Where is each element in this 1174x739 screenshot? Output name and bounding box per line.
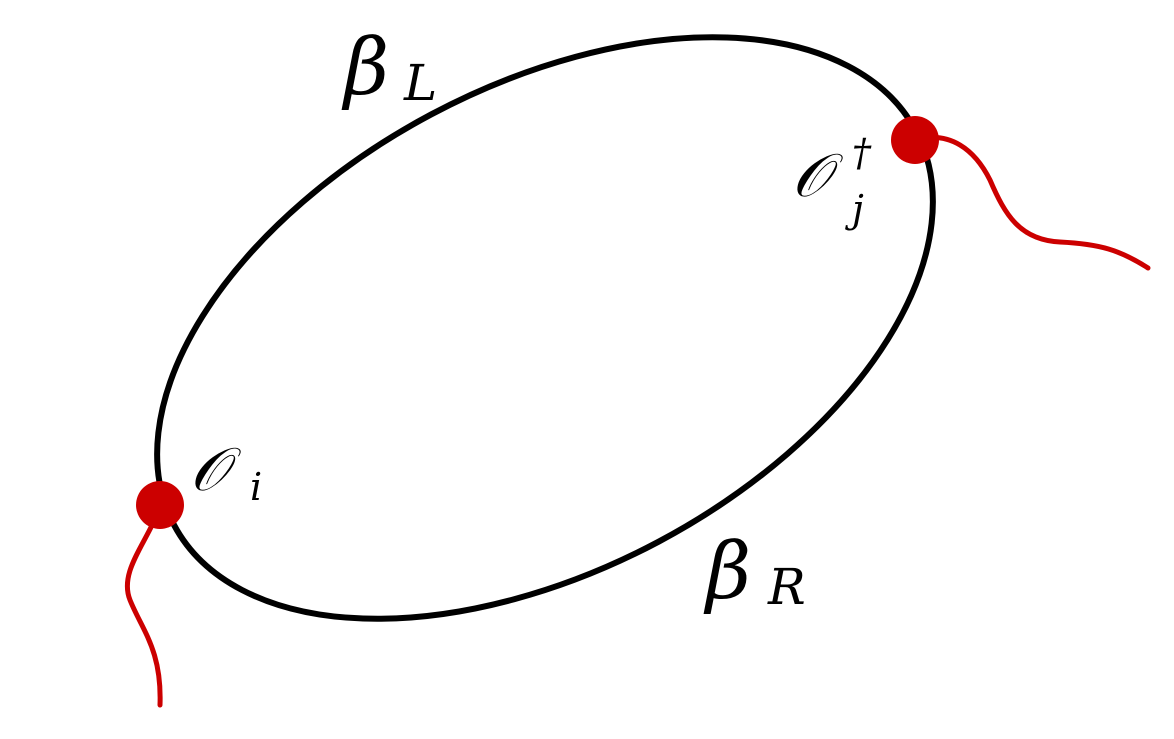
insertion-point-j xyxy=(891,116,939,164)
label-beta-r-subscript: R xyxy=(767,558,806,616)
insertion-point-i xyxy=(136,481,184,529)
label-beta-l-symbol: β xyxy=(341,23,389,113)
tail-lower-left xyxy=(124,502,163,708)
label-beta-r-symbol: β xyxy=(703,527,751,617)
boundary-loop xyxy=(154,34,936,622)
label-operator-i-subscript: i xyxy=(250,465,262,509)
label-operator-j-superscript: † xyxy=(852,131,872,175)
label-beta-l-subscript: L xyxy=(403,54,437,112)
label-operator-j-subscript: j xyxy=(845,187,864,231)
label-operator-i-symbol: 𝒪 xyxy=(190,435,242,505)
label-operator-j-symbol: 𝒪 xyxy=(792,141,844,211)
tail-upper-right xyxy=(912,134,1151,271)
